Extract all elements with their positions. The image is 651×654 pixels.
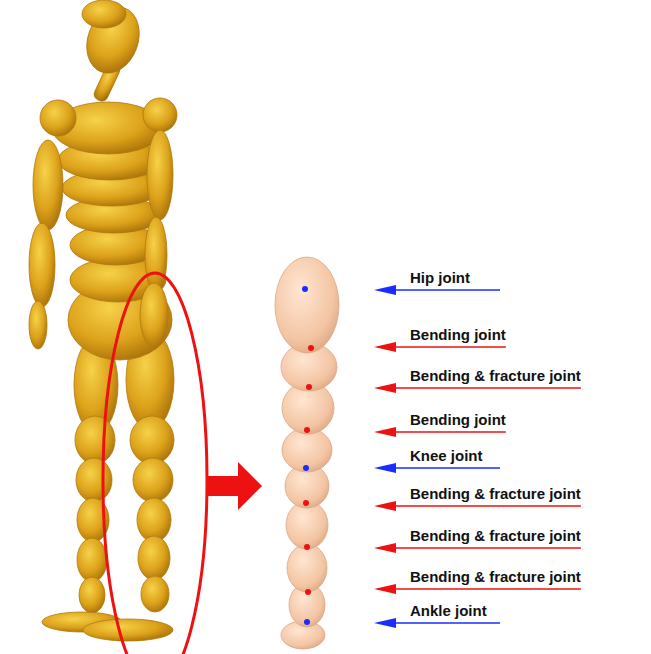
joint-label: Bending & fracture joint (410, 568, 581, 586)
joint-label: Bending joint (410, 411, 506, 429)
leader-line (384, 387, 581, 389)
leader-line (384, 467, 500, 469)
leader-line (384, 431, 506, 433)
mannequin (29, 0, 177, 641)
pointer-arrow (208, 462, 262, 510)
highlight-ellipse (103, 273, 207, 654)
joint-label: Bending & fracture joint (410, 367, 581, 385)
arrow-head (374, 463, 396, 473)
arrow-head (374, 543, 396, 553)
leader-line (384, 289, 500, 291)
leader-line (384, 505, 581, 507)
joint-label: Hip joint (410, 269, 470, 287)
leader-arrows (374, 285, 581, 628)
leader-line (384, 346, 506, 348)
arrow-head (374, 342, 396, 352)
arrow-head (374, 618, 396, 628)
leg-model (275, 257, 339, 649)
arrow-head (374, 383, 396, 393)
joint-label: Bending joint (410, 326, 506, 344)
arrow-head (374, 584, 396, 594)
arrow-head (374, 427, 396, 437)
joint-dots (302, 286, 314, 625)
joint-label: Knee joint (410, 447, 483, 465)
arrow-head (374, 501, 396, 511)
leader-line (384, 547, 581, 549)
joint-label: Bending & fracture joint (410, 527, 581, 545)
leader-line (384, 622, 500, 624)
arrow-head (374, 285, 396, 295)
joint-label: Ankle joint (410, 602, 487, 620)
joint-label: Bending & fracture joint (410, 485, 581, 503)
leader-line (384, 588, 581, 590)
